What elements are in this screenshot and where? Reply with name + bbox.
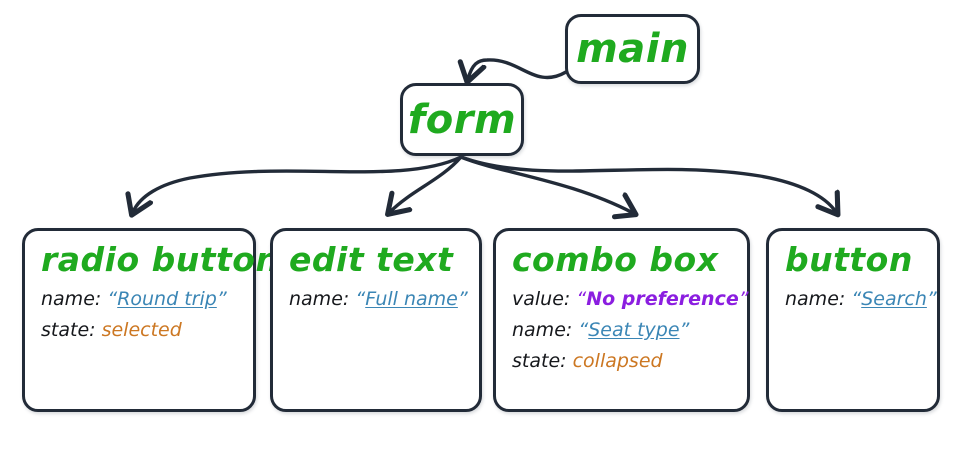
quote-close: ”: [738, 288, 749, 310]
quote-open: “: [576, 288, 587, 310]
node-edit-text-title: edit text: [289, 240, 454, 279]
edge-form-to-button: [459, 155, 836, 212]
property-value[interactable]: Full name: [365, 288, 458, 310]
property-value[interactable]: Round trip: [117, 288, 217, 310]
node-combo-box-title: combo box: [512, 240, 719, 279]
node-radio-button[interactable]: radio button name: “Round trip” state: s…: [22, 228, 280, 412]
edge-main-to-form: [468, 58, 568, 79]
edge-form-to-combo-box: [459, 155, 633, 213]
node-main[interactable]: main: [565, 14, 700, 84]
quote-close: ”: [216, 288, 227, 310]
node-button-title: button: [785, 240, 913, 279]
property-value[interactable]: Search: [861, 288, 927, 310]
quote-close: ”: [926, 288, 937, 310]
property-key: name:: [785, 288, 846, 310]
node-button[interactable]: button name: “Search”: [766, 228, 940, 412]
property-row: state: collapsed: [512, 346, 747, 377]
quote-open: “: [851, 288, 862, 310]
edge-form-to-radio-button: [133, 155, 463, 212]
property-value: No preference: [586, 288, 739, 310]
node-form[interactable]: form: [400, 83, 524, 156]
quote-open: “: [355, 288, 366, 310]
property-key: value:: [512, 288, 571, 310]
property-key: name:: [512, 318, 573, 341]
quote-close: ”: [457, 288, 468, 310]
property-row: name: “Round trip”: [41, 284, 253, 315]
property-key: name:: [289, 288, 350, 310]
quote-open: “: [107, 288, 118, 310]
property-key: state:: [41, 318, 96, 341]
node-edit-text[interactable]: edit text name: “Full name”: [270, 228, 482, 412]
node-form-title: form: [407, 96, 517, 143]
edge-form-to-edit-text: [390, 155, 463, 212]
quote-close: ”: [679, 318, 690, 341]
property-row: name: “Seat type”: [512, 315, 747, 346]
node-combo-box[interactable]: combo box value: “No preference” name: “…: [493, 228, 750, 412]
property-value: collapsed: [572, 349, 663, 372]
node-main-title: main: [576, 26, 689, 72]
property-row: name: “Full name”: [289, 284, 479, 315]
property-row: state: selected: [41, 315, 253, 346]
node-radio-button-title: radio button: [41, 240, 280, 279]
property-key: state:: [512, 349, 567, 372]
property-value[interactable]: Seat type: [588, 318, 680, 341]
property-value: selected: [101, 318, 182, 341]
property-key: name:: [41, 288, 102, 310]
property-row: name: “Search”: [785, 284, 937, 315]
property-row: value: “No preference”: [512, 284, 749, 315]
quote-open: “: [578, 318, 589, 341]
